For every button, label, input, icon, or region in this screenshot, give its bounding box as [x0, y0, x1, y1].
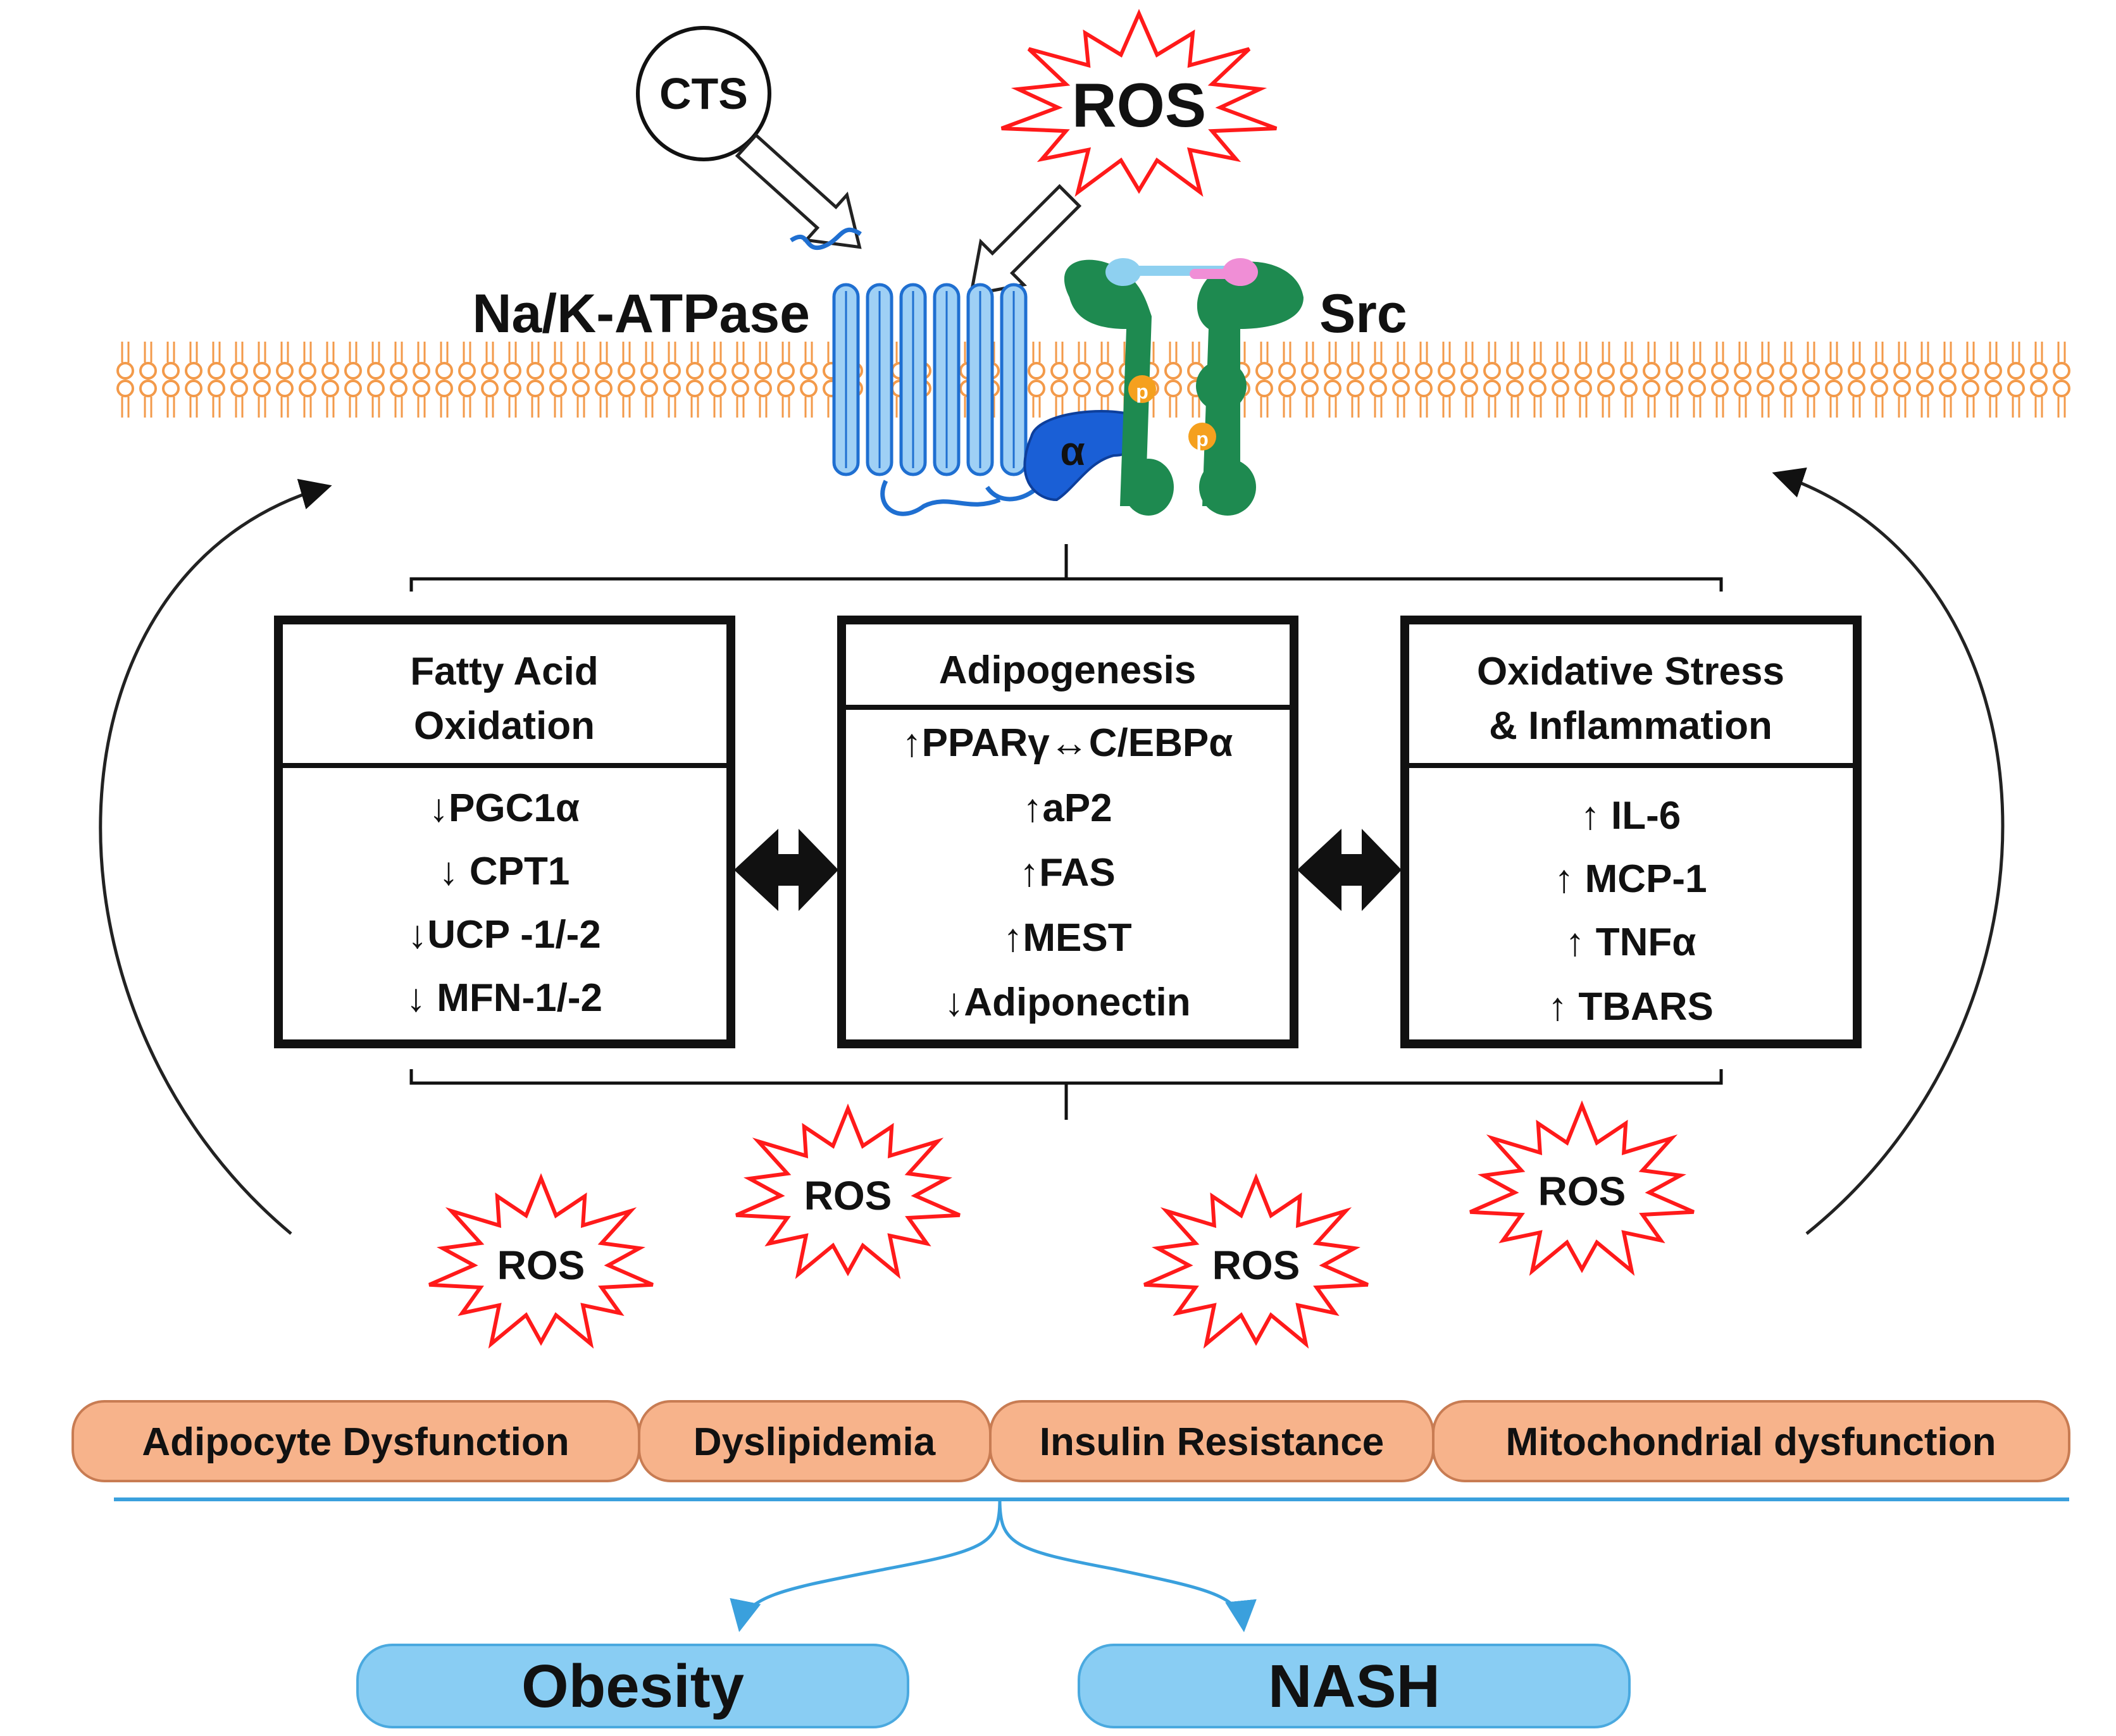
ros-label: ROS — [1538, 1169, 1626, 1214]
alpha-label: α — [1060, 428, 1085, 474]
arrow-to-nash — [998, 1499, 1257, 1632]
alpha-subunit: α — [1023, 410, 1142, 502]
ox-title-line1: Oxidative Stress — [1477, 650, 1784, 693]
adipo-item: ↑aP2 — [1023, 786, 1112, 830]
ros-burst-top: ROS — [1000, 9, 1278, 197]
phospho-label-1: p — [1136, 380, 1148, 403]
fao-item: ↓UCP -1/-2 — [408, 913, 601, 957]
pill-insulin-resistance: Insulin Resistance — [989, 1400, 1435, 1482]
phospho-label-2: p — [1196, 428, 1209, 450]
outcome-label: NASH — [1268, 1652, 1440, 1720]
adipo-title: Adipogenesis — [939, 648, 1197, 692]
ox-item: ↑ MCP-1 — [1554, 857, 1707, 901]
pill-adipocyte-dysfunction: Adipocyte Dysfunction — [72, 1400, 640, 1482]
box-oxidative-stress: Oxidative Stress & Inflammation ↑ IL-6 ↑… — [1400, 616, 1862, 1048]
ox-item: ↑ IL-6 — [1581, 794, 1681, 838]
fao-item: ↓PGC1α — [429, 786, 580, 830]
adipo-item: ↑PPARγ↔C/EBPα — [902, 721, 1233, 765]
ros-label: ROS — [1212, 1243, 1300, 1288]
feedback-arrow-left — [99, 479, 332, 1235]
feedback-arrow-right — [1772, 467, 2005, 1235]
pill-label: Dyslipidemia — [694, 1420, 936, 1464]
outcome-obesity: Obesity — [356, 1644, 909, 1728]
fao-title-line2: Oxidation — [414, 704, 595, 748]
pill-mitochondrial-dysfunction: Mitochondrial dysfunction — [1432, 1400, 2070, 1482]
ros-arrow — [969, 183, 1082, 297]
double-arrow-left — [734, 829, 838, 911]
adipo-item: ↑MEST — [1003, 916, 1131, 960]
ros-burst: ROS — [428, 1173, 654, 1349]
fao-item: ↓ MFN-1/-2 — [406, 976, 602, 1020]
fao-title-line1: Fatty Acid — [410, 650, 598, 693]
top-bracket — [409, 544, 1723, 592]
fao-item: ↓ CPT1 — [439, 850, 570, 893]
src-kinase: p p — [1064, 258, 1304, 516]
cts-arrow — [735, 133, 862, 249]
bottom-bracket — [409, 1069, 1723, 1120]
double-arrow-right — [1297, 829, 1402, 911]
na-k-atpase-protein — [790, 227, 1040, 516]
src-label: Src — [1319, 283, 1407, 344]
adipo-item: ↓Adiponectin — [944, 981, 1190, 1024]
ros-label: ROS — [497, 1243, 585, 1288]
ros-burst: ROS — [1143, 1173, 1369, 1349]
ros-burst: ROS — [735, 1103, 961, 1279]
nak-atpase-label: Na/K-ATPase — [472, 283, 810, 344]
cts-label: CTS — [659, 69, 748, 118]
pill-label: Adipocyte Dysfunction — [142, 1420, 569, 1464]
ros-top-label: ROS — [1072, 70, 1206, 140]
ros-burst: ROS — [1469, 1100, 1695, 1276]
outcome-label: Obesity — [521, 1652, 744, 1720]
cts-ligand: CTS — [636, 26, 771, 161]
box-fatty-acid-oxidation: Fatty Acid Oxidation ↓PGC1α ↓ CPT1 ↓UCP … — [274, 616, 735, 1048]
arrow-to-obesity — [730, 1499, 1002, 1632]
outcome-nash: NASH — [1078, 1644, 1631, 1728]
pill-label: Mitochondrial dysfunction — [1506, 1420, 1996, 1464]
box-adipogenesis: Adipogenesis ↑PPARγ↔C/EBPα ↑aP2 ↑FAS ↑ME… — [837, 616, 1298, 1048]
ox-title-line2: & Inflammation — [1489, 704, 1772, 748]
ros-label: ROS — [804, 1173, 892, 1218]
adipo-item: ↑FAS — [1019, 851, 1116, 895]
ox-item: ↑ TNFα — [1565, 921, 1696, 964]
ox-item: ↑ TBARS — [1548, 985, 1714, 1029]
pill-label: Insulin Resistance — [1040, 1420, 1384, 1464]
pill-dyslipidemia: Dyslipidemia — [638, 1400, 992, 1482]
